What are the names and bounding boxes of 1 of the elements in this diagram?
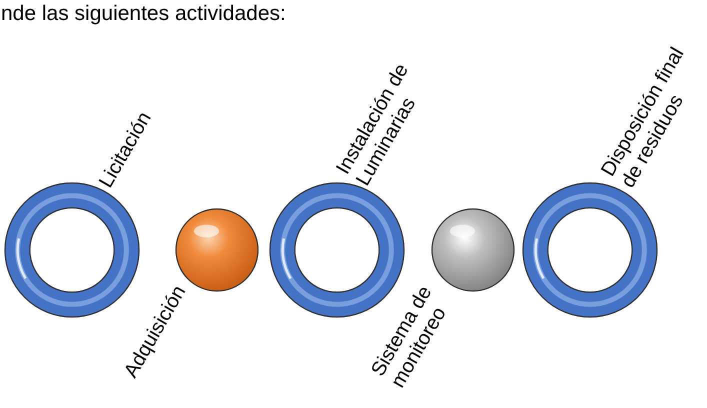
heading: nde las siguientes actividades: (1, 2, 286, 26)
